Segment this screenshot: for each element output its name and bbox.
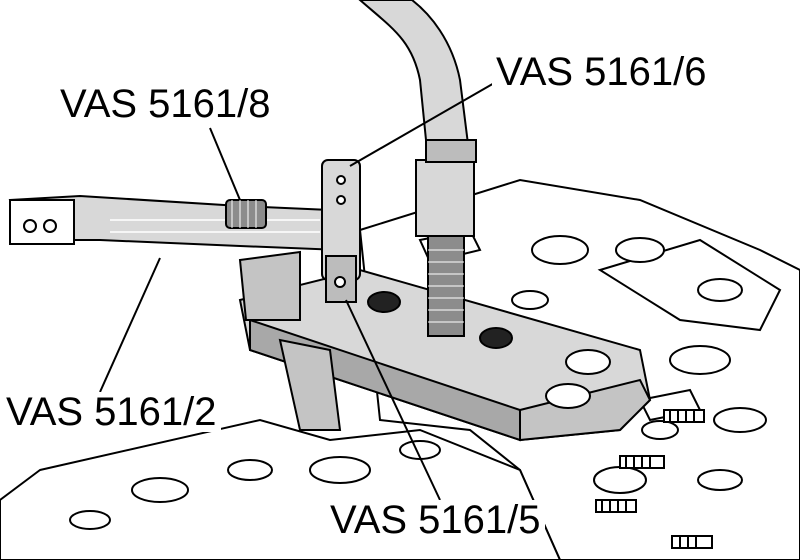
lower-post <box>278 338 342 431</box>
pressure-hose <box>358 0 472 161</box>
gauge-adapter <box>415 139 477 337</box>
threaded-studs <box>595 409 713 549</box>
leader-vas-5161-8 <box>209 127 241 201</box>
leader-vas-5161-6 <box>349 81 497 167</box>
callout-vas-5161-6: VAS 5161/6 <box>492 52 711 92</box>
leader-lines <box>99 81 497 501</box>
callout-vas-5161-2: VAS 5161/2 <box>2 392 221 432</box>
leader-vas-5161-2 <box>99 257 161 393</box>
callout-vas-5161-8: VAS 5161/8 <box>56 84 275 124</box>
leader-vas-5161-5 <box>345 299 441 501</box>
knurled-knob <box>225 199 267 229</box>
clamp-bracket <box>238 159 361 321</box>
clamp-lever <box>8 194 352 252</box>
callout-vas-5161-5: VAS 5161/5 <box>326 500 545 540</box>
